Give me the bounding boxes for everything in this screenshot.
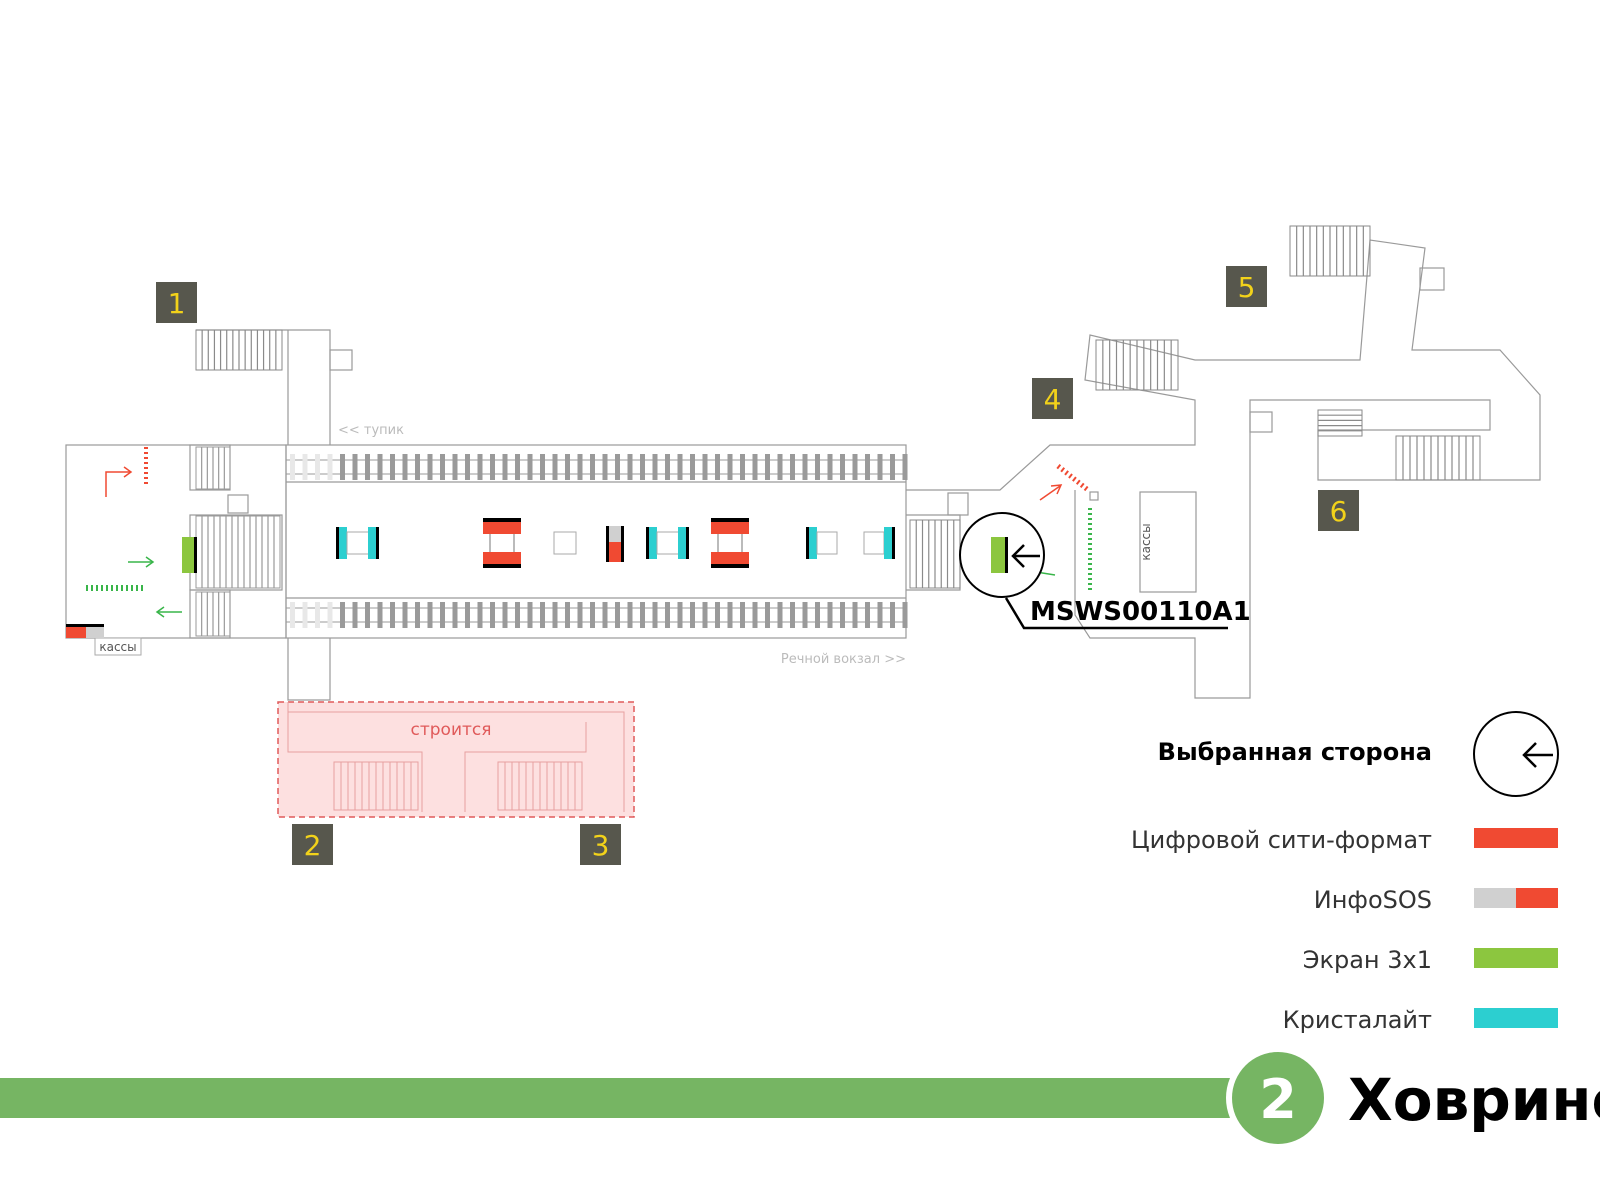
exit-badge-3: 3 <box>580 824 621 865</box>
column-box <box>553 531 577 555</box>
legend-item-2: Экран 3х1 <box>1303 946 1558 974</box>
info-sos-unit <box>606 526 624 562</box>
exit-badge-4: 4 <box>1032 378 1073 419</box>
escalator-left <box>189 444 283 639</box>
ticket-office-right-label: кассы <box>1139 523 1153 560</box>
legend: Выбранная сторона Цифровой сити-форматИн… <box>1131 711 1559 1034</box>
legend-item-1: ИнфоSOS <box>1314 886 1558 914</box>
screen-3x1-left <box>182 537 194 573</box>
ticket-office-left-box <box>94 637 142 656</box>
legend-label-3: Кристалайт <box>1283 1006 1432 1034</box>
crystalite-unit-3 <box>806 527 838 559</box>
legend-item-3: Кристалайт <box>1283 1006 1558 1034</box>
dead-end-label: << тупик <box>338 423 404 438</box>
arrow-left-icon <box>1011 544 1040 568</box>
city-format-unit-1 <box>483 518 521 568</box>
exit-number-2: 2 <box>304 829 322 862</box>
legend-selected-side-circle <box>1473 711 1559 797</box>
exit-number-1: 1 <box>168 287 186 320</box>
flow-markers <box>86 447 1092 618</box>
stairs-exit-1 <box>195 329 283 371</box>
ticket-office-left-label: кассы <box>99 640 136 654</box>
legend-swatch-2-b <box>1516 948 1558 968</box>
direction-label: Речной вокзал >> <box>781 652 906 667</box>
legend-label-2: Экран 3х1 <box>1303 946 1432 974</box>
selected-screen-id: MSWS00110A1 <box>1030 597 1251 627</box>
legend-title: Выбранная сторона <box>1158 738 1432 766</box>
legend-swatch-3-b <box>1516 1008 1558 1028</box>
exit-badge-2: 2 <box>292 824 333 865</box>
platform <box>285 444 907 639</box>
line-number-badge <box>1232 1052 1324 1144</box>
legend-swatch-3-a <box>1474 1008 1516 1028</box>
line-number: 2 <box>1259 1068 1297 1131</box>
legend-item-0: Цифровой сити-формат <box>1131 826 1558 854</box>
selected-screen-callout[interactable]: MSWS00110A1 <box>959 512 1251 630</box>
crystalite-unit-4 <box>863 527 895 559</box>
crystalite-unit-1 <box>336 527 379 559</box>
exit-badge-5: 5 <box>1226 266 1267 307</box>
ad-units <box>66 518 895 638</box>
track-upper <box>286 454 908 480</box>
construction-label: строится <box>411 720 492 740</box>
exit-badge-6: 6 <box>1318 490 1359 531</box>
right-hall <box>906 239 1541 699</box>
legend-swatch-2-a <box>1474 948 1516 968</box>
track-lower <box>286 602 908 628</box>
exit-number-4: 4 <box>1044 383 1062 416</box>
crystalite-unit-2 <box>646 527 689 559</box>
construction-area: строится <box>277 701 635 818</box>
exit-badges: 1 2 3 4 5 6 <box>156 266 1359 865</box>
legend-label-1: ИнфоSOS <box>1314 886 1432 914</box>
legend-arrow-left-icon <box>1522 742 1553 768</box>
legend-swatch-1-a <box>1474 888 1516 908</box>
exit-badge-1: 1 <box>156 282 197 323</box>
selected-screen-3x1 <box>991 537 1005 573</box>
legend-swatch-0-b <box>1516 828 1558 848</box>
exit-number-6: 6 <box>1330 495 1348 528</box>
line-bar: 2 Ховрино <box>0 1046 1600 1150</box>
legend-swatch-1-b <box>1516 888 1558 908</box>
exit-number-5: 5 <box>1238 271 1256 304</box>
legend-label-0: Цифровой сити-формат <box>1131 826 1432 854</box>
stairs-right-hall <box>909 225 1481 589</box>
legend-swatch-0-a <box>1474 828 1516 848</box>
station-name: Ховрино <box>1348 1066 1600 1134</box>
exit-number-3: 3 <box>592 829 610 862</box>
city-format-unit-2 <box>711 518 749 568</box>
